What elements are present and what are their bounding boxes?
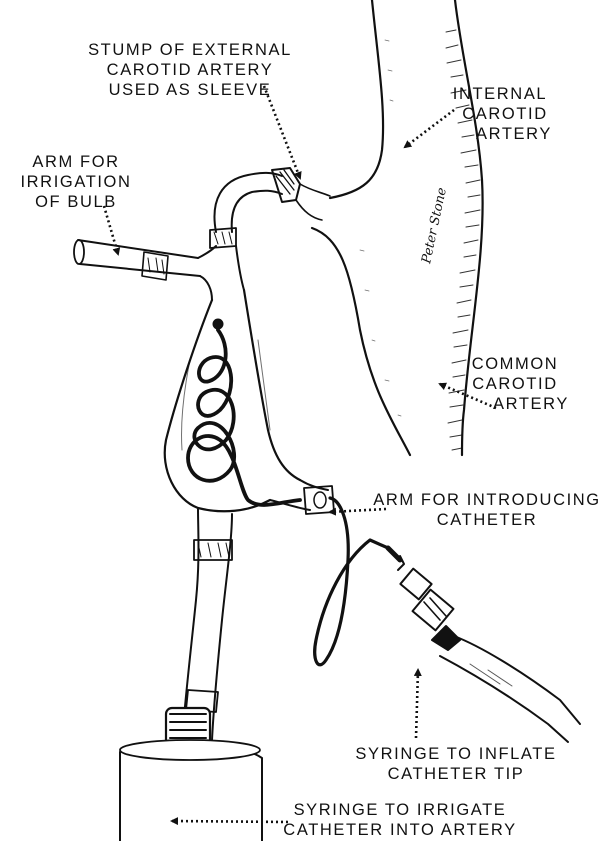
label-arm-catheter: ARM FOR INTRODUCING CATHETER	[366, 490, 608, 530]
label-line: CATHETER TIP	[336, 764, 576, 784]
label-line: SYRINGE TO INFLATE	[336, 744, 576, 764]
label-line: CATHETER INTO ARTERY	[240, 820, 560, 840]
label-line: ARM FOR INTRODUCING	[366, 490, 608, 510]
label-stump-external-carotid: STUMP OF EXTERNAL CAROTID ARTERY USED AS…	[50, 40, 330, 100]
label-line: IRRIGATION	[6, 172, 146, 192]
svg-text:Peter Stone: Peter Stone	[419, 186, 450, 266]
label-line: CAROTID ARTERY	[50, 60, 330, 80]
label-line: OF BULB	[6, 192, 146, 212]
label-line: ARTERY	[440, 394, 590, 414]
label-line: COMMON	[440, 354, 590, 374]
label-internal-carotid: INTERNAL CAROTID ARTERY	[430, 84, 570, 144]
label-syringe-irrigate: SYRINGE TO IRRIGATE CATHETER INTO ARTERY	[240, 800, 560, 840]
label-line: USED AS SLEEVE	[50, 80, 330, 100]
label-line: SYRINGE TO IRRIGATE	[240, 800, 560, 820]
label-line: INTERNAL	[430, 84, 570, 104]
label-line: CATHETER	[366, 510, 608, 530]
glass-tube-device	[74, 168, 334, 841]
label-line: CAROTID	[430, 104, 570, 124]
leader-inflate	[416, 670, 418, 738]
label-line: ARM FOR	[6, 152, 146, 172]
label-line: CAROTID	[440, 374, 590, 394]
inflate-syringe	[398, 556, 580, 742]
artist-signature: Peter Stone	[419, 186, 450, 266]
label-syringe-inflate: SYRINGE TO INFLATE CATHETER TIP	[336, 744, 576, 784]
label-line: ARTERY	[430, 124, 570, 144]
label-common-carotid: COMMON CAROTID ARTERY	[440, 354, 590, 414]
label-line: STUMP OF EXTERNAL	[50, 40, 330, 60]
label-arm-irrigation: ARM FOR IRRIGATION OF BULB	[6, 152, 146, 212]
leader-arm-irrigation	[104, 206, 118, 254]
